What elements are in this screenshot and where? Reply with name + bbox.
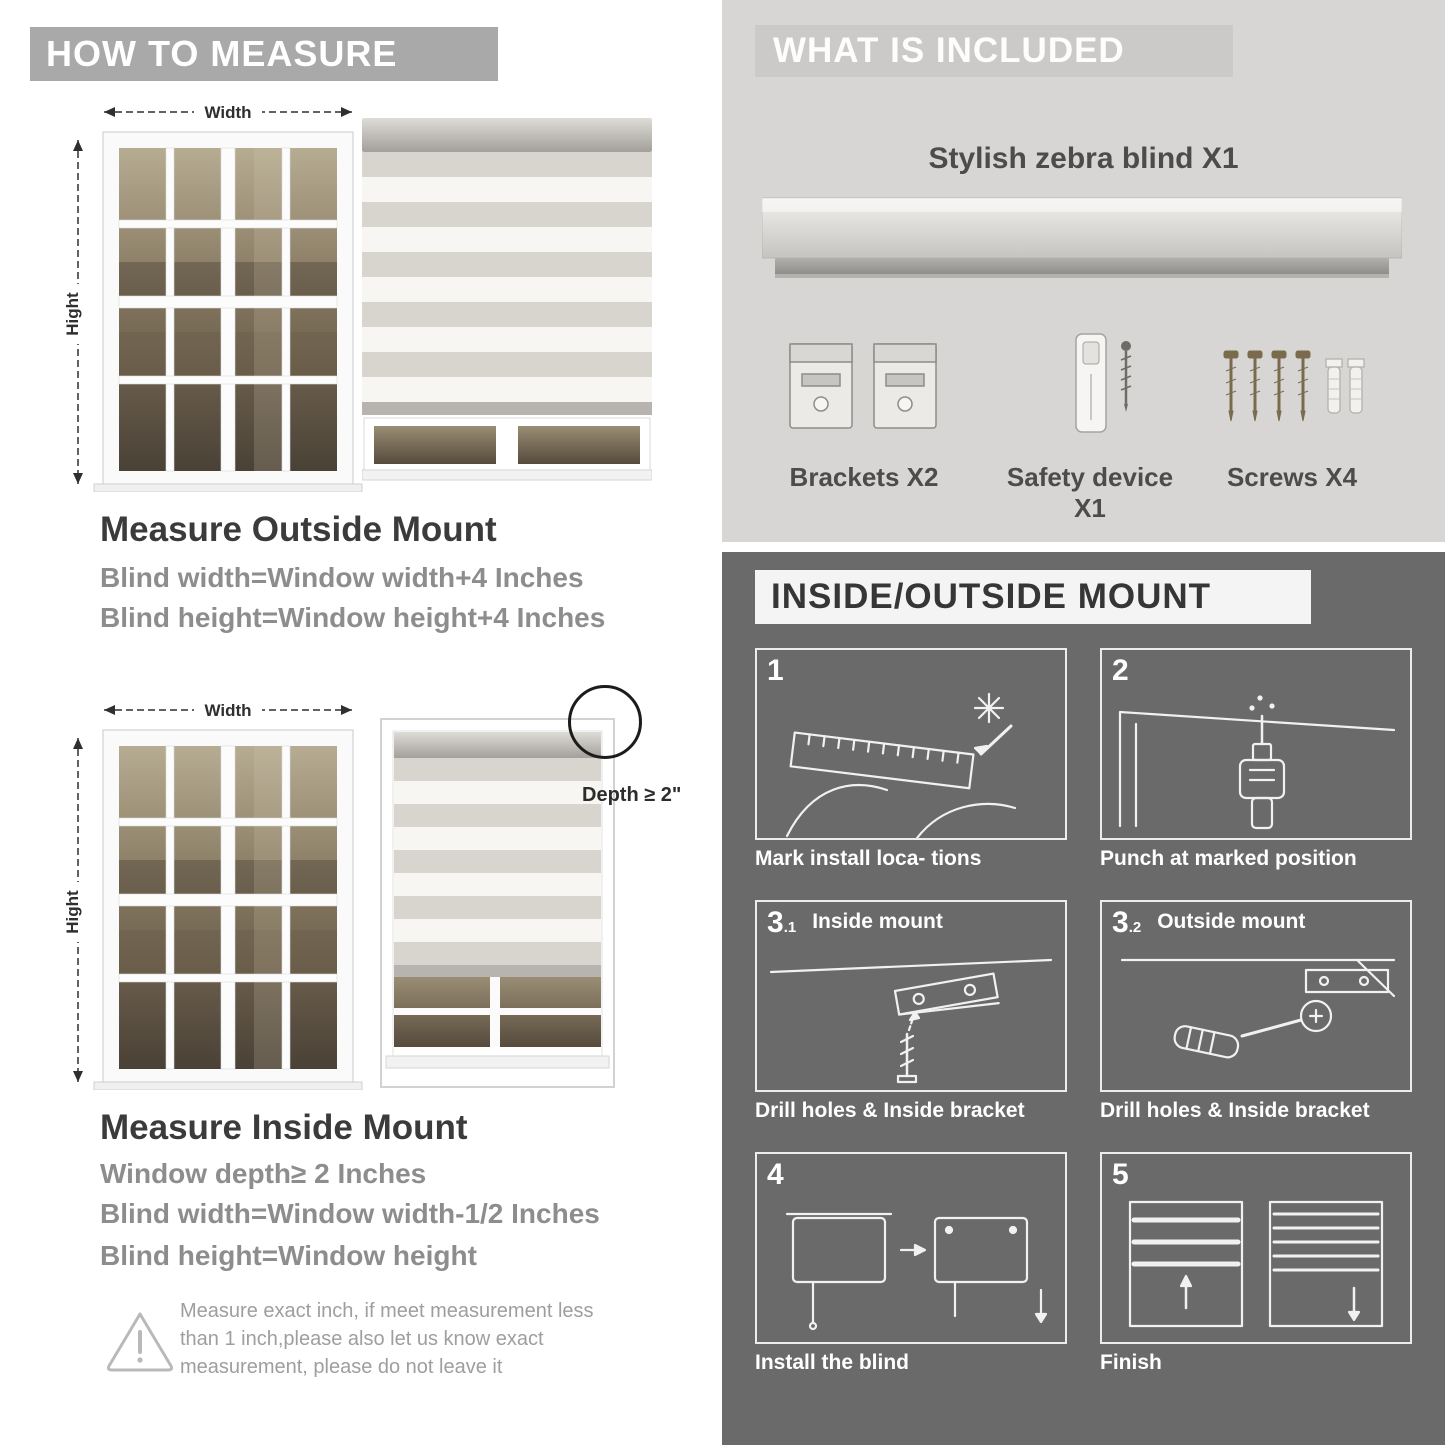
warning-triangle-icon bbox=[106, 1312, 174, 1372]
step-3-1-caption: Drill holes & Inside bracket bbox=[755, 1099, 1025, 1122]
outside-bracket-drill-icon bbox=[1120, 958, 1396, 1059]
height-arrow-label: Hight bbox=[63, 292, 82, 336]
step-4-caption: Install the blind bbox=[755, 1351, 910, 1374]
height-arrow-label: Hight bbox=[63, 890, 82, 934]
step-number: 5 bbox=[1112, 1158, 1129, 1191]
product-name: Stylish zebra blind X1 bbox=[928, 142, 1239, 175]
inside-mount-depth-rule: Window depth≥ 2 Inches bbox=[100, 1158, 427, 1189]
step-number: 4 bbox=[767, 1158, 784, 1191]
measurement-note: Measure exact inch, if meet measurement … bbox=[180, 1297, 650, 1381]
step-3-1-label: Inside mount bbox=[812, 910, 943, 933]
step-2-caption: Punch at marked position bbox=[1100, 847, 1357, 870]
mark-location-icon bbox=[785, 692, 1017, 838]
screws-label: Screws X4 bbox=[1226, 462, 1358, 492]
window-illustration-outside: Width Hight bbox=[63, 100, 363, 492]
window-illustration-inside: Width Hight bbox=[63, 698, 363, 1090]
width-arrow-label: Width bbox=[204, 701, 251, 720]
note-line: than 1 inch,please also let us know exac… bbox=[180, 1328, 544, 1350]
headrail-illustration bbox=[762, 197, 1402, 278]
step-1: 1 bbox=[755, 648, 1067, 871]
width-arrow-label: Width bbox=[204, 103, 251, 122]
step-4-panel: 4 bbox=[755, 1152, 1067, 1344]
step-4: 4 Install the bli bbox=[755, 1152, 1067, 1375]
step-5-caption: Finish bbox=[1100, 1351, 1162, 1374]
how-to-measure-header: HOW TO MEASURE bbox=[30, 27, 498, 81]
outside-mount-formula-width: Blind width=Window width+4 Inches bbox=[100, 562, 584, 593]
zebra-blind-illustration-inside bbox=[380, 718, 615, 1088]
step-number: 1 bbox=[767, 654, 784, 687]
inside-bracket-screw-icon bbox=[769, 958, 1053, 1084]
note-line: Measure exact inch, if meet measurement … bbox=[180, 1300, 594, 1322]
mount-instructions-panel: INSIDE/OUTSIDE MOUNT 1 bbox=[722, 552, 1445, 1445]
note-line: measurement, please do not leave it bbox=[180, 1356, 503, 1378]
inside-mount-formula-height: Blind height=Window height bbox=[100, 1240, 477, 1271]
outside-mount-formula-height: Blind height=Window height+4 Inches bbox=[100, 602, 606, 633]
install-blind-icon bbox=[785, 1212, 1048, 1331]
step-2-panel: 2 bbox=[1100, 648, 1412, 840]
what-is-included-header: WHAT IS INCLUDED bbox=[755, 25, 1233, 77]
step-number: 2 bbox=[1112, 654, 1129, 687]
step-number: 3 bbox=[1112, 906, 1129, 939]
step-3-2-label: Outside mount bbox=[1157, 910, 1306, 933]
drill-icon bbox=[1118, 695, 1396, 830]
finished-blinds-icon bbox=[1128, 1200, 1384, 1328]
inside-mount-formula-width: Blind width=Window width-1/2 Inches bbox=[100, 1198, 600, 1229]
step-5-panel: 5 bbox=[1100, 1152, 1412, 1344]
inside-outside-mount-header: INSIDE/OUTSIDE MOUNT bbox=[755, 570, 1311, 624]
step-5: 5 bbox=[1100, 1152, 1412, 1375]
outside-mount-title: Measure Outside Mount bbox=[100, 510, 497, 549]
step-number: 3 bbox=[767, 906, 784, 939]
depth-label: Depth ≥ 2" bbox=[582, 784, 682, 806]
step-1-caption: Mark install loca- tions bbox=[755, 847, 982, 870]
safety-device-label: Safety device X1 bbox=[1006, 462, 1174, 523]
zebra-blind-illustration-outside bbox=[362, 118, 652, 481]
step-1-panel: 1 bbox=[755, 648, 1067, 840]
inside-mount-title: Measure Inside Mount bbox=[100, 1108, 468, 1147]
step-3-2-caption: Drill holes & Inside bracket bbox=[1100, 1099, 1370, 1122]
safety-device-illustration bbox=[1075, 333, 1132, 433]
what-is-included-panel: WHAT IS INCLUDED Stylish zebra blind X1 bbox=[722, 0, 1445, 542]
step-2: 2 Punch at marked position bbox=[1100, 648, 1412, 871]
brackets-illustration bbox=[789, 343, 937, 429]
depth-callout-circle bbox=[568, 685, 642, 759]
brackets-label: Brackets X2 bbox=[789, 462, 939, 492]
screws-illustration bbox=[1223, 350, 1365, 422]
